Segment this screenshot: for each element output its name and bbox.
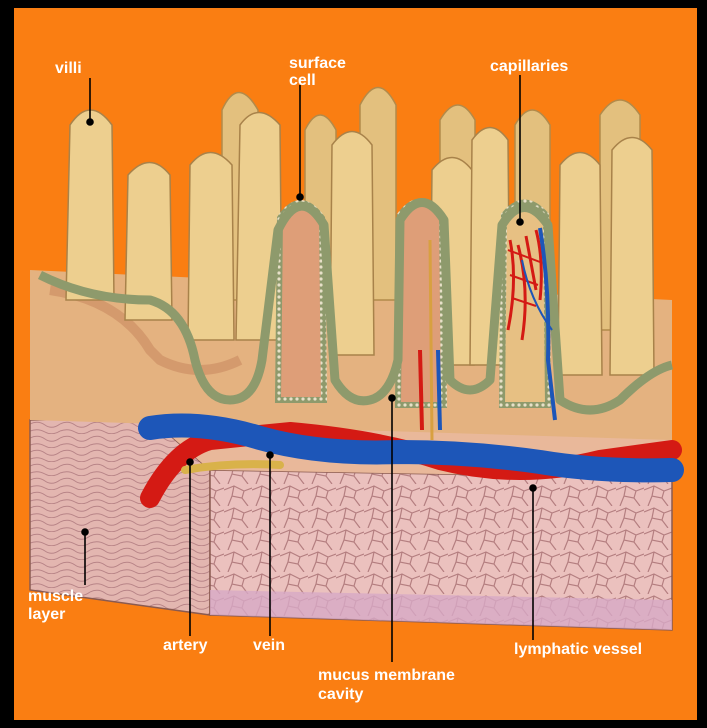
label-muscle-layer-line1: muscle bbox=[28, 588, 83, 605]
label-surface-cell-line1: surface bbox=[289, 55, 346, 72]
label-mucus-membrane-line1: mucus membrane bbox=[318, 667, 455, 684]
label-villi: villi bbox=[55, 60, 82, 77]
label-capillaries: capillaries bbox=[490, 58, 568, 75]
label-vein: vein bbox=[253, 637, 285, 654]
label-mucus-membrane-line2: cavity bbox=[318, 686, 363, 703]
label-artery: artery bbox=[163, 637, 207, 654]
label-muscle-layer-line2: layer bbox=[28, 606, 65, 623]
label-lymphatic-vessel: lymphatic vessel bbox=[514, 641, 642, 658]
label-surface-cell-line2: cell bbox=[289, 72, 316, 89]
sectioned-villi bbox=[278, 202, 548, 406]
